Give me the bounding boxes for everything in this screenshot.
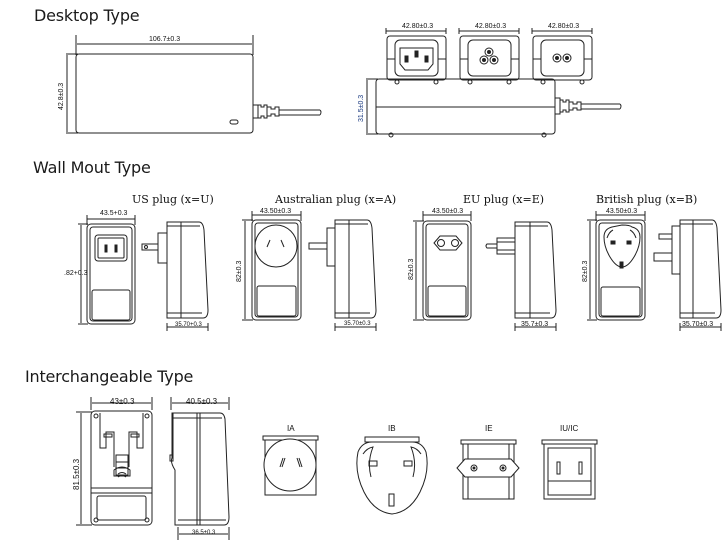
british-plug-depth-dim: 35.70±0.3 [682,321,714,328]
c14-inlet-view [387,36,446,84]
us-plug-height-dim: .82+0.3 [64,270,88,277]
adapter-ib-view [357,437,427,514]
british-plug-caption: British plug (x=B) [596,193,698,206]
australian-plug-side-view [309,220,376,331]
interchangeable-front-view [76,397,152,525]
australian-plug-front-view [242,211,301,320]
british-plug-width-dim: 43.50±0.3 [606,208,638,215]
c6-inlet-view [460,36,519,84]
c8-inlet-view [533,36,592,84]
adapter-iu-ic-label: IU/IC [560,424,579,433]
adapter-ia-view [263,436,318,495]
eu-plug-front-view [413,211,471,320]
us-plug-front-view [78,215,135,324]
australian-plug-width-dim: 43.50±0.3 [260,208,292,215]
eu-plug-side-view [486,222,556,331]
inlet-3-width-dim: 42.80±0.3 [548,23,580,30]
interchangeable-type-heading: Interchangeable Type [25,367,194,386]
interchangeable-height-dim: 81.5±0.3 [72,458,81,490]
adapter-ie-view [457,440,519,499]
eu-plug-width-dim: 43.50±0.3 [432,208,464,215]
us-plug-depth-dim: 35.70+0.3 [175,322,202,328]
interchangeable-width-dim: 43±0.3 [110,397,135,406]
eu-plug-depth-dim: 35.7±0.3 [521,321,549,328]
australian-plug-depth-dim: 35.70±0.3 [344,321,371,327]
inlet-2-width-dim: 42.80±0.3 [475,23,507,30]
us-plug-width-dim: 43.5+0.3 [100,210,128,217]
interchangeable-side-view [170,397,229,540]
desktop-width-dim: 106.7±0.3 [149,36,181,43]
wall-mount-type-heading: Wall Mout Type [33,158,151,177]
adapter-ie-label: IE [485,424,493,433]
british-plug-front-view [587,211,645,320]
us-plug-caption: US plug (x=U) [132,193,214,206]
inlet-1-width-dim: 42.80±0.3 [402,23,434,30]
australian-plug-caption: Australian plug (x=A) [275,193,397,206]
adapter-ia-label: IA [287,424,295,433]
adapter-ib-label: IB [388,424,396,433]
interchangeable-depth-dim: 40.5±0.3 [186,397,218,406]
desktop-type-heading: Desktop Type [34,6,140,25]
us-plug-side-view [142,222,208,331]
interchangeable-base-depth-dim: 36.5±0.3 [192,530,216,536]
eu-plug-caption: EU plug (x=E) [463,193,545,206]
adapter-iu-ic-view [542,440,597,499]
british-plug-side-view [654,220,721,331]
